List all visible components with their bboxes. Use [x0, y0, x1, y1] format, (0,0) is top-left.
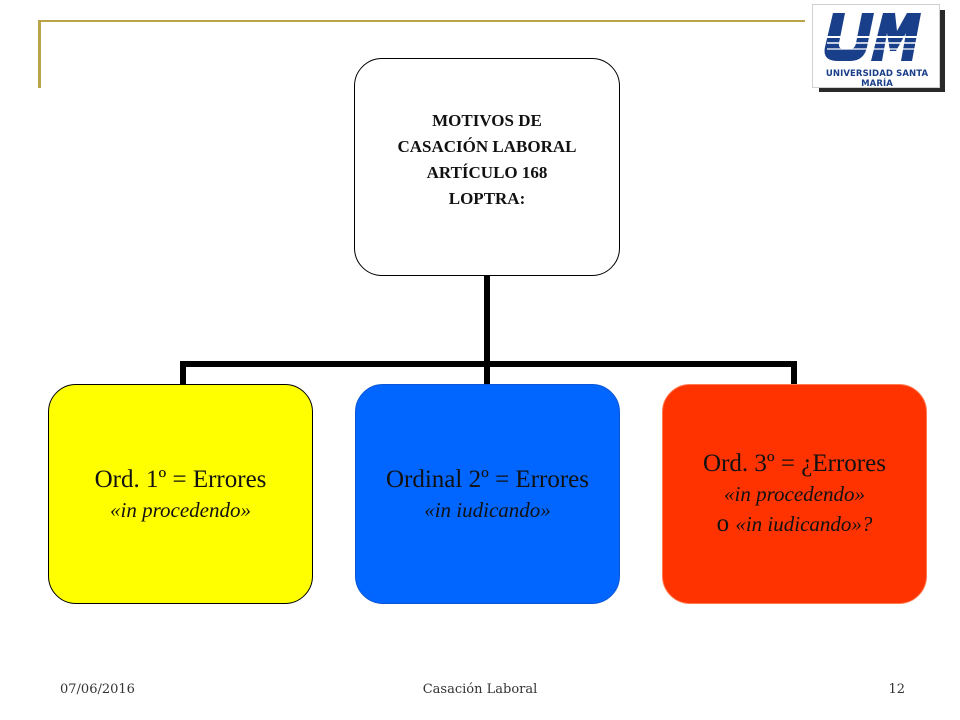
child-3-subtext: «in procedendo» [724, 482, 865, 506]
child-2-heading: Ordinal 2º = Errores [385, 466, 590, 493]
child-node-ordinal-2: Ordinal 2º = Errores «in iudicando» [355, 384, 620, 604]
decorative-left-line [38, 20, 41, 88]
root-node-motivos-casacion: MOTIVOS DE CASACIÓN LABORAL ARTÍCULO 168… [354, 58, 620, 276]
footer-title: Casación Laboral [422, 682, 538, 697]
child-1-heading: Ord. 1º = Errores [94, 466, 267, 493]
child-3-heading: Ord. 3º = ¿Errores [703, 450, 886, 477]
logo-text: UNIVERSIDAD SANTA MARÍA [825, 69, 929, 89]
root-line-2: CASACIÓN LABORAL [397, 137, 577, 156]
root-line-1: MOTIVOS DE [432, 111, 542, 130]
child-1-subtext: «in procedendo» [110, 498, 251, 522]
child-3-conjunction: o [716, 510, 736, 537]
child-3-subtext-2: o «in iudicando»? [717, 508, 873, 540]
child-node-ordinal-1: Ord. 1º = Errores «in procedendo» [48, 384, 313, 604]
child-node-ordinal-3: Ord. 3º = ¿Errores «in procedendo» o «in… [662, 384, 927, 604]
root-line-3: ARTÍCULO 168 [426, 163, 548, 182]
root-line-4: LOPTRA: [448, 189, 526, 208]
decorative-top-line [40, 20, 805, 22]
footer-date: 07/06/2016 [60, 682, 135, 697]
child-3-alt-error: «in iudicando»? [735, 512, 873, 536]
university-logo: UNIVERSIDAD SANTA MARÍA [812, 4, 948, 94]
child-2-subtext: «in iudicando» [424, 498, 551, 522]
logo-face: UNIVERSIDAD SANTA MARÍA [812, 4, 940, 89]
usm-logo-icon [824, 13, 927, 61]
footer-page-number: 12 [888, 682, 905, 697]
